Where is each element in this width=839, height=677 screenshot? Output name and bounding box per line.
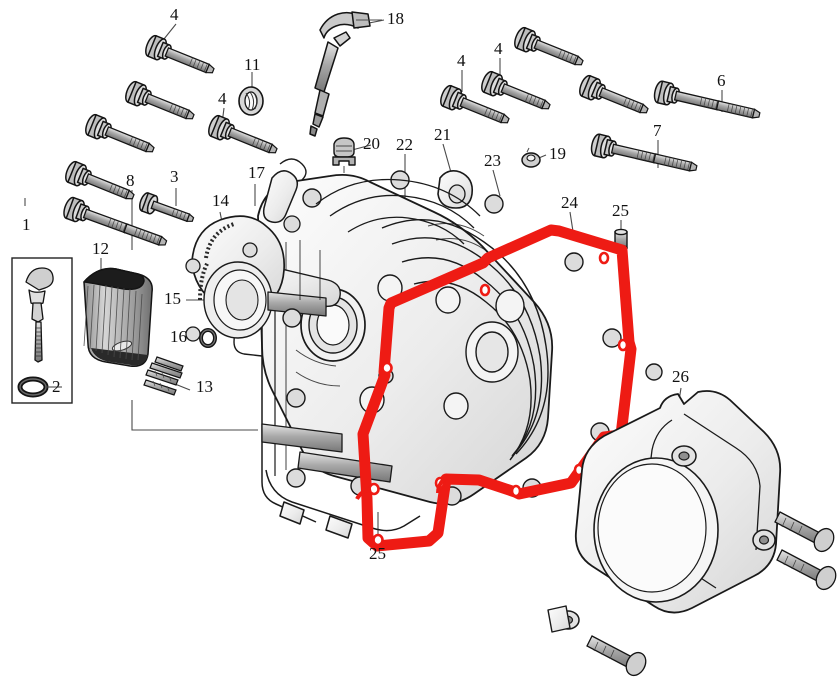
collar-nut [521, 147, 541, 168]
dipstick-box [11, 257, 73, 404]
oil-filter-cover [185, 215, 286, 342]
callout-13: 13 [196, 377, 213, 396]
callout-23: 23 [484, 151, 501, 170]
callout-4-c: 4 [457, 51, 466, 70]
callout-14: 14 [212, 191, 229, 210]
sealing-ring [238, 86, 264, 116]
callout-25-b: 25 [369, 544, 386, 563]
callout-26: 26 [672, 367, 689, 386]
stator-cover-bolts [586, 511, 837, 677]
callout-7: 7 [653, 121, 662, 140]
crankcase-assembly [185, 158, 663, 539]
callout-11: 11 [244, 55, 261, 74]
dowel-pin-set [143, 356, 184, 396]
callout-22: 22 [396, 135, 413, 154]
callout-4-b: 4 [218, 89, 227, 108]
callout-6: 6 [717, 71, 726, 90]
cable-clamp [332, 137, 356, 173]
callout-19: 19 [549, 144, 566, 163]
callout-8: 8 [126, 171, 135, 190]
callout-16: 16 [170, 327, 187, 346]
o-ring-small [199, 328, 217, 348]
callout-4-d: 4 [494, 39, 503, 58]
oil-filter-cover-bracket [262, 158, 307, 233]
callout-17: 17 [248, 163, 265, 182]
oil-breather-pipe [309, 11, 371, 137]
callout-12: 12 [92, 239, 109, 258]
left-stator-cover [547, 390, 782, 633]
callout-1: 1 [22, 215, 31, 234]
callout-25-a: 25 [612, 201, 629, 220]
o-ring [17, 376, 62, 398]
bracket-line [24, 198, 258, 431]
callout-15: 15 [164, 289, 181, 308]
callout-20: 20 [363, 134, 380, 153]
callout-18: 18 [387, 9, 404, 28]
callout-4-a: 4 [170, 5, 179, 24]
callout-3: 3 [170, 167, 179, 186]
callout-24: 24 [561, 193, 578, 212]
crankcase-lug [437, 170, 474, 209]
callout-21: 21 [434, 125, 451, 144]
callout-2: 2 [52, 377, 61, 396]
oil-filter-element [83, 267, 153, 367]
